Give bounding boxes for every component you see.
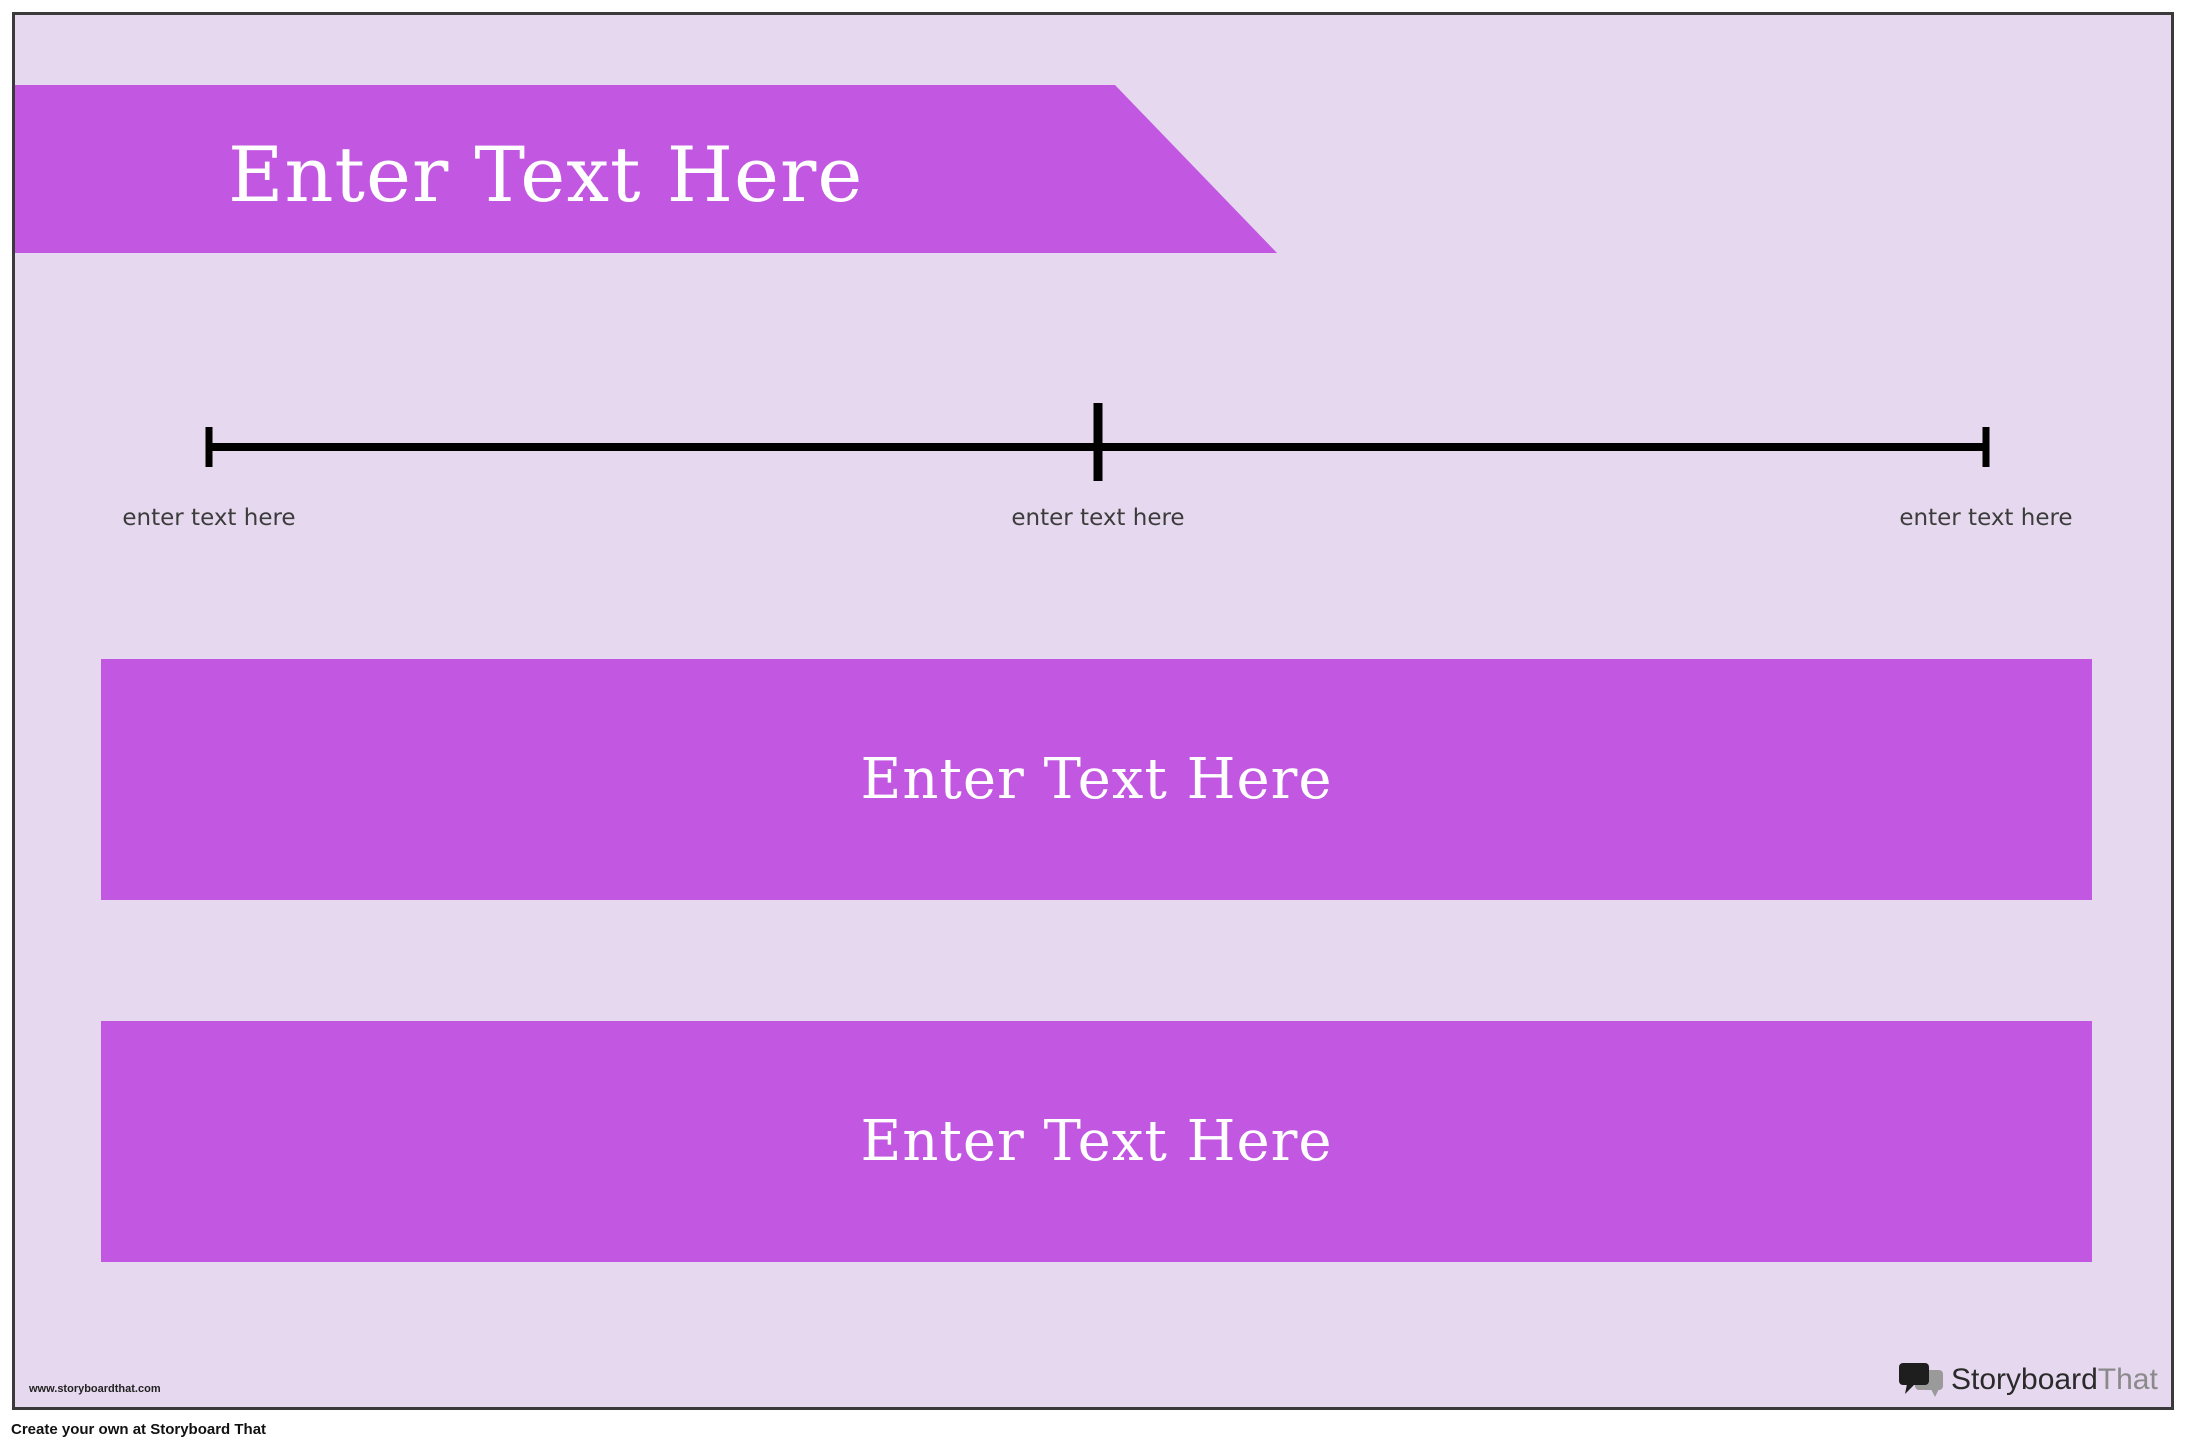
text-box-1-label[interactable]: Enter Text Here (860, 747, 1333, 812)
logo-text-that: That (2097, 1363, 2158, 1396)
text-box-1: Enter Text Here (101, 659, 2092, 900)
storyboardthat-logo: StoryboardThat (1897, 1360, 2158, 1400)
credit-line[interactable]: Create your own at Storyboard That (11, 1421, 267, 1438)
text-box-2-label[interactable]: Enter Text Here (860, 1109, 1333, 1174)
logo-text: StoryboardThat (1951, 1360, 2158, 1400)
footer-url: www.storyboardthat.com (29, 1383, 161, 1395)
speech-bubbles-icon (1899, 1363, 1943, 1397)
timeline (205, 403, 1990, 481)
page-title[interactable]: Enter Text Here (228, 130, 864, 219)
timeline-label-start[interactable]: enter text here (122, 505, 296, 531)
logo-text-storyboard: Storyboard (1951, 1363, 2098, 1396)
poster: Enter Text Here enter text here enter te… (12, 12, 2174, 1410)
timeline-label-end[interactable]: enter text here (1899, 505, 2073, 531)
text-box-2: Enter Text Here (101, 1021, 2092, 1262)
timeline-label-middle[interactable]: enter text here (1011, 505, 1185, 531)
title-banner (15, 85, 1277, 253)
